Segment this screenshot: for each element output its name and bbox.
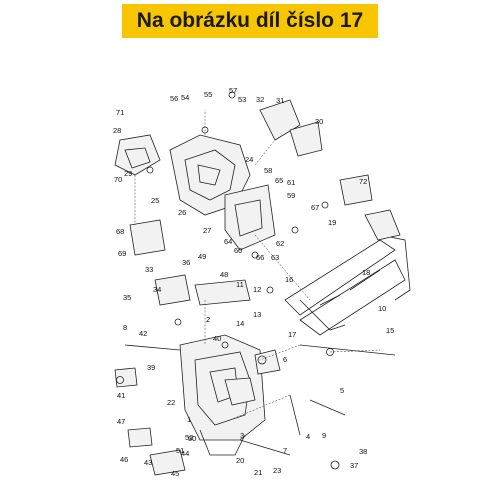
callout-label: 32 (256, 95, 264, 104)
callout-label: 61 (287, 178, 295, 187)
callout-label: 5 (340, 386, 344, 395)
callout-label: 37 (350, 461, 358, 470)
callout-label: 56 (170, 94, 178, 103)
callout-label: 43 (144, 458, 152, 467)
callout-label: 35 (123, 293, 131, 302)
callout-label: 59 (287, 191, 295, 200)
part-number-banner: Na obrázku díl číslo 17 (122, 4, 378, 38)
callout-label: 65 (275, 176, 283, 185)
callout-label: 34 (153, 285, 161, 294)
callout-label: 44 (181, 449, 189, 458)
callout-label: 8 (123, 323, 127, 332)
main-frame (179, 334, 266, 456)
callout-label: 67 (311, 203, 319, 212)
callout-label: 49 (198, 252, 206, 261)
banner-text: Na obrázku díl číslo 17 (136, 9, 364, 32)
callout-label: 45 (171, 469, 179, 478)
callout-label: 33 (145, 265, 153, 274)
callout-label: 48 (220, 270, 228, 279)
callout-label: 54 (181, 93, 189, 102)
callout-label: 36 (182, 258, 190, 267)
fastener-hardware (116, 91, 340, 470)
callout-label: 68 (116, 227, 124, 236)
callout-label: 10 (378, 304, 386, 313)
callout-label: 28 (113, 126, 121, 135)
callout-label: 64 (224, 237, 232, 246)
callout-label: 66 (256, 253, 264, 262)
callout-label: 29 (124, 169, 132, 178)
callout-label: 15 (386, 326, 394, 335)
callout-label: 50 (188, 434, 196, 443)
callout-label: 60 (234, 246, 242, 255)
callout-label: 20 (236, 456, 244, 465)
callout-label: 2 (206, 315, 210, 324)
callout-label: 12 (253, 285, 261, 294)
callout-label: 69 (118, 249, 126, 258)
callout-label: 40 (213, 334, 221, 343)
callout-labels: 1 2 3 4 5 6 7 8 9 10 11 12 13 14 15 16 1… (113, 86, 394, 478)
callout-label: 52 (185, 433, 193, 442)
mid-stay-bracket (129, 184, 276, 256)
callout-label: 13 (253, 310, 261, 319)
callout-label: 14 (236, 319, 244, 328)
callout-label: 27 (203, 226, 211, 235)
callout-label: 58 (264, 166, 272, 175)
callout-label: 19 (328, 218, 336, 227)
callout-label: 23 (273, 466, 281, 475)
callout-label: 62 (276, 239, 284, 248)
callout-label: 38 (359, 447, 367, 456)
callout-label: 41 (117, 391, 125, 400)
callout-label: 6 (283, 355, 287, 364)
assembly-leaders (134, 110, 381, 421)
callout-label: 30 (315, 117, 323, 126)
callout-label: 31 (276, 96, 284, 105)
callout-label: 55 (204, 90, 212, 99)
callout-label: 47 (117, 417, 125, 426)
callout-label: 7 (283, 446, 287, 455)
callout-label: 17 (288, 330, 296, 339)
callout-label: 22 (167, 398, 175, 407)
callout-label: 63 (271, 253, 279, 262)
callout-label: 39 (147, 363, 155, 372)
callout-label: 24 (245, 155, 253, 164)
callout-label: 18 (362, 268, 370, 277)
callout-label: 42 (139, 329, 147, 338)
callout-label: 70 (114, 175, 122, 184)
callout-label: 3 (240, 431, 244, 440)
callout-label: 16 (285, 275, 293, 284)
callout-label: 57 (229, 86, 237, 95)
callout-label: 72 (359, 177, 367, 186)
callout-label: 51 (176, 446, 184, 455)
callout-label: 25 (151, 196, 159, 205)
callout-label: 21 (254, 468, 262, 477)
engine-mount-bolts (124, 344, 396, 456)
rear-frame (284, 174, 411, 336)
callout-label: 1 (187, 415, 191, 424)
callout-label: 9 (322, 431, 326, 440)
callout-label: 11 (236, 280, 244, 289)
callout-label: 4 (306, 432, 310, 441)
callout-label: 53 (238, 95, 246, 104)
callout-label: 71 (116, 108, 124, 117)
callout-label: 46 (120, 455, 128, 464)
callout-label: 26 (178, 208, 186, 217)
